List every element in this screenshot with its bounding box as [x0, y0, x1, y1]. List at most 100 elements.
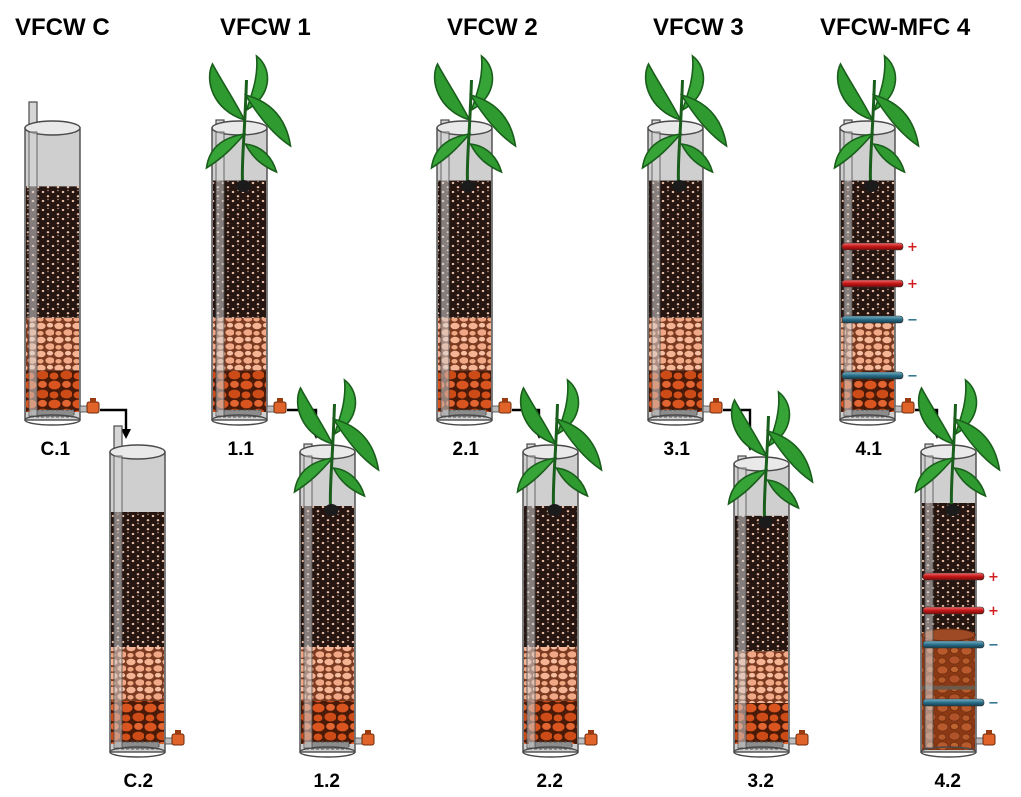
- column-base: [24, 414, 81, 426]
- cathode-rod: [922, 640, 985, 649]
- upper-cathode-2: −: [841, 369, 918, 384]
- plant-leaf: [332, 467, 366, 498]
- lower-column: [733, 455, 809, 758]
- upper-column-label: 1.1: [228, 439, 255, 460]
- plant-leaf: [555, 467, 589, 498]
- plant-root-ball: [864, 180, 879, 192]
- outlet-valve-icon: [577, 730, 598, 746]
- plant-icon: [833, 54, 920, 192]
- plant-leaf: [730, 398, 769, 458]
- valve-handle: [799, 730, 805, 734]
- lower-column: [109, 425, 185, 758]
- cathode-sign: −: [988, 696, 999, 711]
- valve-handle: [502, 398, 508, 402]
- lower-column: [299, 443, 375, 758]
- inlet-pipe-inner: [651, 131, 661, 417]
- column-base: [839, 414, 896, 426]
- valve-body: [498, 401, 512, 414]
- plant-root-ball: [945, 504, 960, 516]
- outlet-valve-icon: [164, 730, 185, 746]
- lower-column-label: C.2: [124, 771, 154, 792]
- valve-handle: [365, 730, 371, 734]
- anode-rod: [841, 242, 904, 251]
- valve-body: [584, 733, 598, 746]
- inlet-pipe-inner: [440, 131, 450, 417]
- plant-root-ball: [758, 516, 773, 528]
- upper-column-label: C.1: [41, 439, 71, 460]
- plant-leaf: [917, 386, 956, 446]
- outlet-valve-icon: [702, 398, 723, 414]
- upper-column-label: 4.1: [856, 439, 883, 460]
- plant-leaf: [243, 93, 292, 148]
- lower-cathode-1: −: [922, 638, 999, 653]
- outlet-valve-icon: [354, 730, 375, 746]
- inlet-pipe-inner: [303, 455, 313, 749]
- plant-leaf: [871, 93, 920, 148]
- system-0: VFCW CC.1C.2: [15, 14, 185, 792]
- upper-column: [24, 101, 100, 426]
- inlet-pipe-inner: [924, 455, 934, 749]
- outlet-valve-icon: [491, 398, 512, 414]
- anode-sign: +: [988, 570, 999, 585]
- column-base: [733, 746, 790, 758]
- system-3: VFCW 3 3.1 3.2: [641, 14, 814, 792]
- anode-rod: [922, 606, 985, 615]
- column-base: [299, 746, 356, 758]
- inlet-pipe-inner: [215, 131, 225, 417]
- inlet-pipe-inner: [28, 131, 38, 417]
- lower-column: [522, 443, 598, 758]
- lower-column-label: 1.2: [314, 771, 340, 792]
- column-base: [109, 746, 166, 758]
- valve-body: [795, 733, 809, 746]
- plant-root-ball: [672, 180, 687, 192]
- valve-body: [709, 401, 723, 414]
- upper-cathode-1: −: [841, 313, 918, 328]
- plant-leaf: [914, 456, 956, 494]
- cathode-rod: [841, 371, 904, 380]
- plant-leaf: [833, 132, 875, 170]
- lower-anode-1: +: [922, 570, 999, 585]
- outlet-valve-icon: [788, 730, 809, 746]
- plant-leaf: [680, 143, 714, 174]
- plant-leaf: [641, 132, 683, 170]
- plant-leaf: [469, 143, 503, 174]
- outlet-valve-icon: [79, 398, 100, 414]
- system-title: VFCW 1: [220, 14, 311, 41]
- cathode-sign: −: [907, 313, 918, 328]
- column-rim: [24, 120, 81, 136]
- plant-leaf: [205, 132, 247, 170]
- plant-icon: [430, 54, 517, 192]
- upper-column-label: 3.1: [664, 439, 691, 460]
- plant-icon: [727, 390, 814, 528]
- plant-stem: [949, 403, 957, 507]
- system-4: VFCW-MFC 4++−−4.1++−−4.2: [820, 14, 1001, 792]
- plant-icon: [293, 378, 380, 516]
- plant-stem: [676, 79, 684, 183]
- upper-anode-1: +: [841, 240, 918, 255]
- plant-stem: [868, 79, 876, 183]
- plant-stem: [240, 79, 248, 183]
- valve-handle: [90, 398, 96, 402]
- plant-icon: [205, 54, 292, 192]
- column-rim: [109, 444, 166, 460]
- upper-column: [647, 119, 723, 426]
- mfc-separator: [922, 685, 975, 690]
- system-title: VFCW-MFC 4: [820, 14, 971, 41]
- lower-anode-2: +: [922, 604, 999, 619]
- system-title: VFCW 3: [653, 14, 744, 41]
- column-base: [436, 414, 493, 426]
- plant-root-ball: [547, 504, 562, 516]
- lower-column-label: 3.2: [748, 771, 774, 792]
- valve-body: [86, 401, 100, 414]
- plant-leaf: [468, 93, 517, 148]
- plant-leaf: [293, 456, 335, 494]
- valve-handle: [175, 730, 181, 734]
- plant-leaf: [766, 479, 800, 510]
- plant-leaf: [836, 62, 875, 122]
- valve-handle: [588, 730, 594, 734]
- system-2: VFCW 22.12.2: [430, 14, 603, 792]
- cathode-sign: −: [907, 369, 918, 384]
- plant-leaf: [554, 417, 603, 472]
- plant-leaf: [679, 93, 728, 148]
- valve-body: [982, 733, 996, 746]
